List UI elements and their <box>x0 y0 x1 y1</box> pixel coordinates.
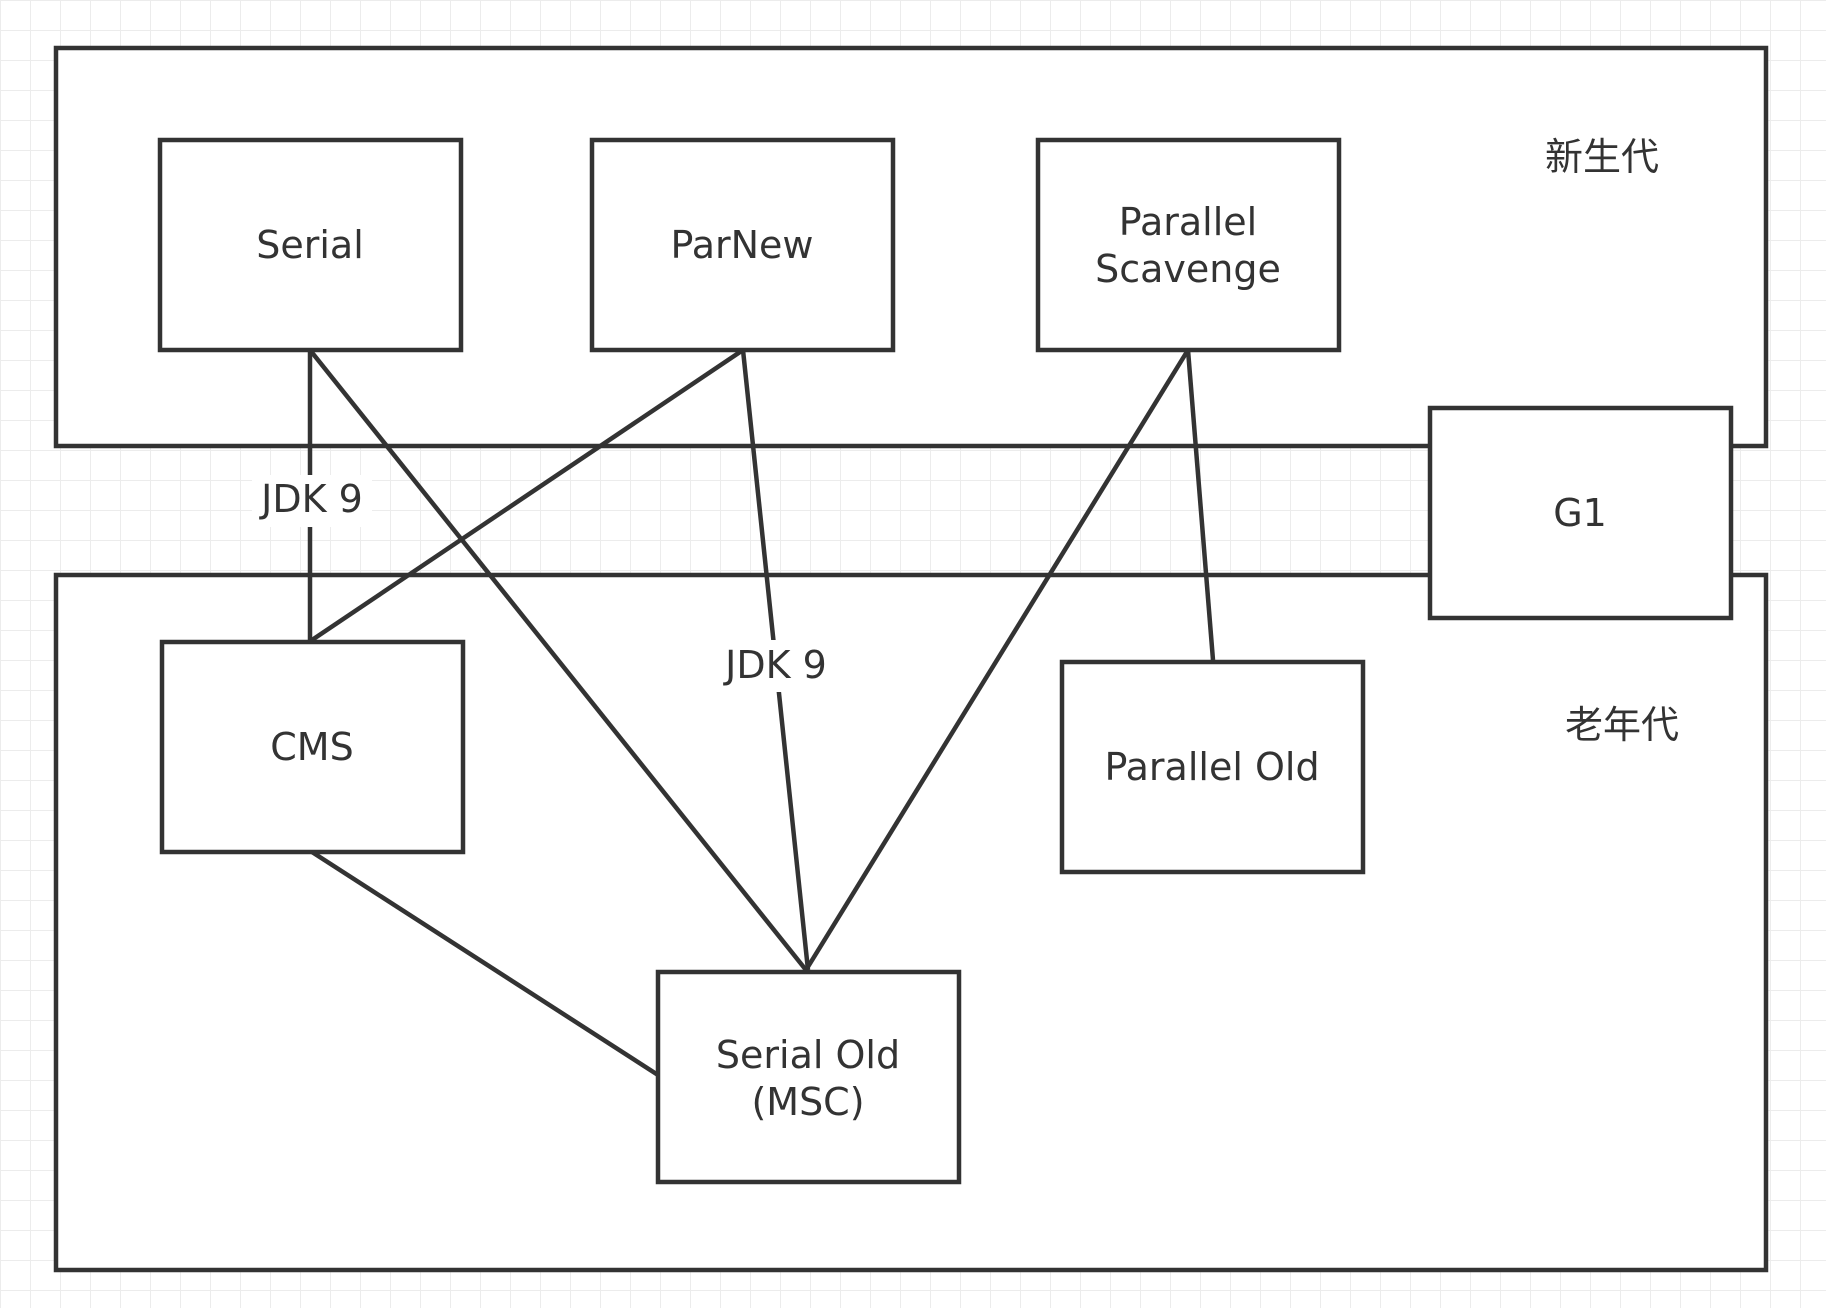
edge-cms-serial-old <box>310 850 660 1077</box>
node-serial-old-label-line1: Serial Old <box>716 1033 900 1077</box>
edge-label-parnew-serial-old: JDK 9 <box>718 640 838 692</box>
node-g1[interactable]: G1 <box>1427 405 1734 621</box>
node-g1-label: G1 <box>1553 491 1607 535</box>
edge-label-serial-cms: JDK 9 <box>252 475 372 527</box>
node-parallel-old[interactable]: Parallel Old <box>1059 659 1366 875</box>
node-parallel-old-label: Parallel Old <box>1104 745 1319 789</box>
node-parallel-scavenge-label-line2: Scavenge <box>1095 247 1281 291</box>
edge-label-serial-cms-text: JDK 9 <box>259 477 363 521</box>
edge-serial-serial-old <box>308 348 808 972</box>
edge-parallel-scavenge-parallel-old <box>1185 349 1216 661</box>
old-generation-label: 老年代 <box>1565 703 1679 747</box>
edge-parnew-cms <box>310 348 745 642</box>
node-parallel-scavenge[interactable]: Parallel Scavenge <box>1035 137 1342 353</box>
node-serial-old-label-line2: (MSC) <box>751 1080 864 1124</box>
edge-label-parnew-serial-old-text: JDK 9 <box>723 643 827 687</box>
young-generation-label: 新生代 <box>1545 135 1659 179</box>
node-cms-label: CMS <box>270 725 353 769</box>
node-serial-label: Serial <box>256 223 364 267</box>
edge-parallel-scavenge-serial-old <box>804 348 1190 972</box>
node-serial-old[interactable]: Serial Old (MSC) <box>655 969 962 1185</box>
node-parnew-label: ParNew <box>670 223 813 267</box>
node-serial[interactable]: Serial <box>157 137 464 353</box>
node-parnew[interactable]: ParNew <box>589 137 896 353</box>
node-parallel-scavenge-label-line1: Parallel <box>1119 200 1257 244</box>
node-cms[interactable]: CMS <box>159 639 466 855</box>
